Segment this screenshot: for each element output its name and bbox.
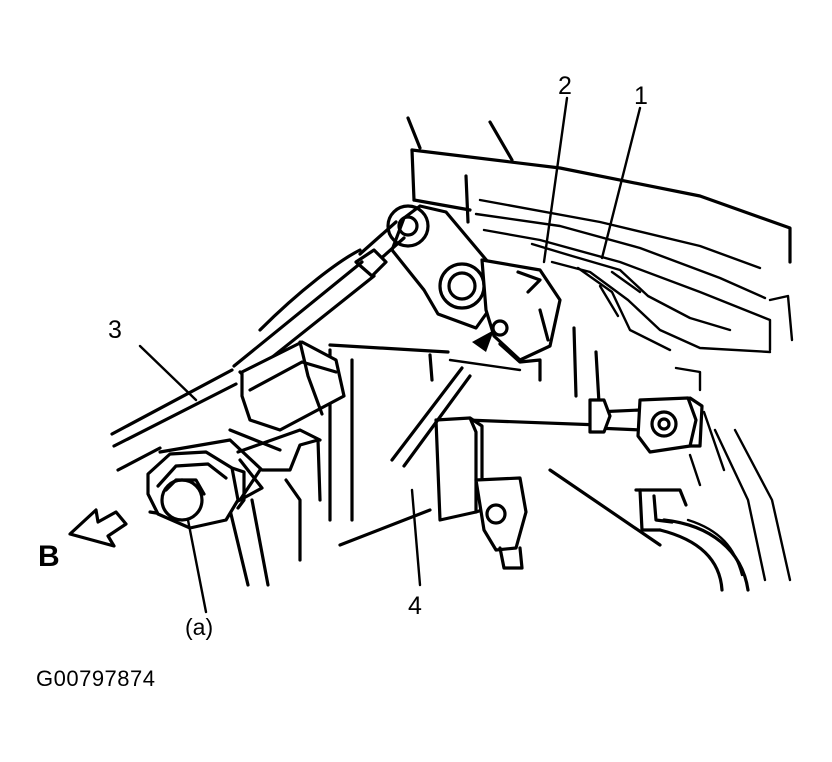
callout-4: 4 — [408, 592, 422, 620]
body-panel — [406, 116, 794, 392]
callout-leaders — [138, 96, 642, 614]
arrow-up-right-icon — [472, 330, 494, 352]
link-plate — [386, 204, 562, 382]
arrow-down-left-icon — [68, 508, 128, 548]
bracket-bolt — [588, 396, 704, 454]
direction-label: B — [38, 540, 60, 573]
figure-code: G00797874 — [36, 666, 156, 691]
actuator-body — [110, 340, 346, 587]
callout-1: 1 — [634, 82, 648, 110]
bolt-head — [146, 450, 246, 530]
callout-2: 2 — [558, 72, 572, 100]
clamp-bracket — [634, 488, 750, 592]
connector — [390, 366, 528, 570]
callout-3: 3 — [108, 316, 122, 344]
callout-a: (a) — [185, 614, 214, 640]
